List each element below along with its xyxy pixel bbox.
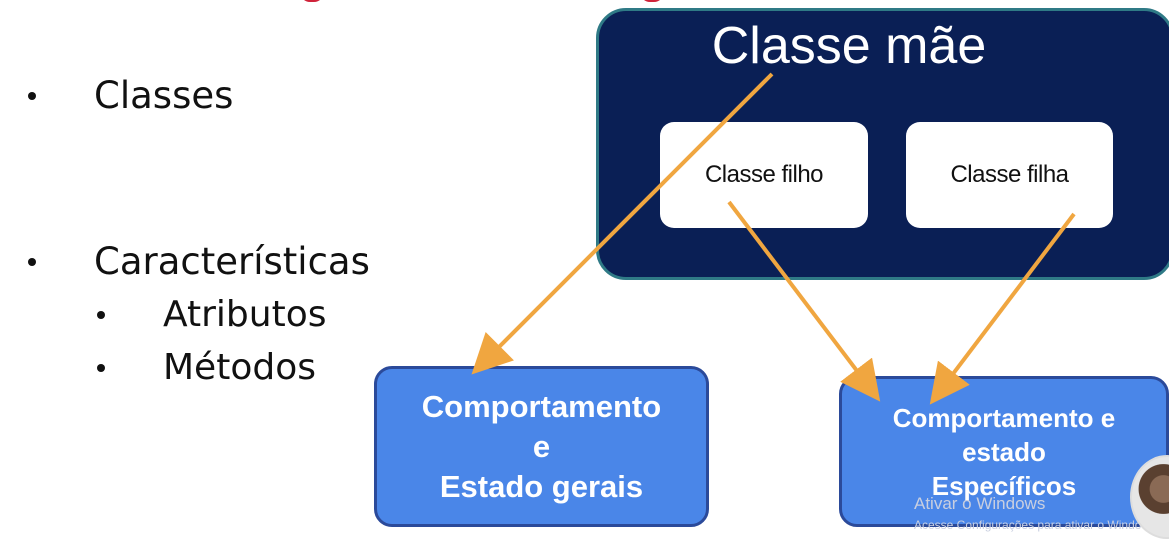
child-class-box-filha: Classe filha — [906, 122, 1113, 228]
activation-watermark: Ativar o Windows — [914, 494, 1046, 513]
bullet-dot — [97, 310, 105, 319]
activation-watermark-sub: Acesse Configurações para ativar o Windo… — [914, 518, 1160, 532]
bullet-text: Características — [94, 240, 370, 283]
sub-bullet-item-atributos: Atributos — [97, 294, 326, 335]
specific-box-line: Comportamento e — [892, 402, 1116, 433]
general-box-line: Estado gerais — [439, 468, 644, 504]
bullet-text: Atributos — [163, 294, 327, 335]
child-class-box-filho: Classe filho — [660, 122, 868, 228]
specific-box-line: estado — [962, 436, 1046, 467]
child-class-label: Classe filha — [950, 161, 1069, 188]
arrow-filha-to-specific — [929, 212, 1076, 405]
bullet-dot — [97, 363, 105, 372]
title-fragment-mark — [640, 0, 664, 2]
child-class-label: Classe filho — [704, 161, 824, 188]
parent-class-title: Classe mãe — [596, 16, 1169, 76]
specific-behavior-box: Comportamento e estado Específicos — [839, 376, 1169, 527]
bullet-item-caracteristicas: Características — [28, 240, 370, 283]
bullet-text: Métodos — [163, 347, 316, 388]
parent-class-title-text: Classe mãe — [711, 17, 987, 75]
bullet-text: Classes — [94, 74, 234, 117]
bullet-list: Classes Características Atributos Método… — [0, 0, 380, 531]
title-fragment-mark — [300, 0, 324, 2]
title-fragment — [0, 0, 1169, 6]
general-behavior-box: Comportamento e Estado gerais — [374, 366, 709, 527]
sub-bullet-item-metodos: Métodos — [97, 347, 316, 388]
general-box-line: e — [532, 428, 551, 464]
bullet-dot — [28, 91, 36, 100]
general-box-line: Comportamento — [421, 388, 662, 424]
bullet-item-classes: Classes — [28, 74, 233, 117]
arrow-filho-to-specific — [727, 200, 881, 402]
specific-box-line: Específicos — [931, 470, 1077, 501]
arrow-parent-to-general — [471, 72, 774, 375]
bullet-dot — [28, 257, 36, 266]
